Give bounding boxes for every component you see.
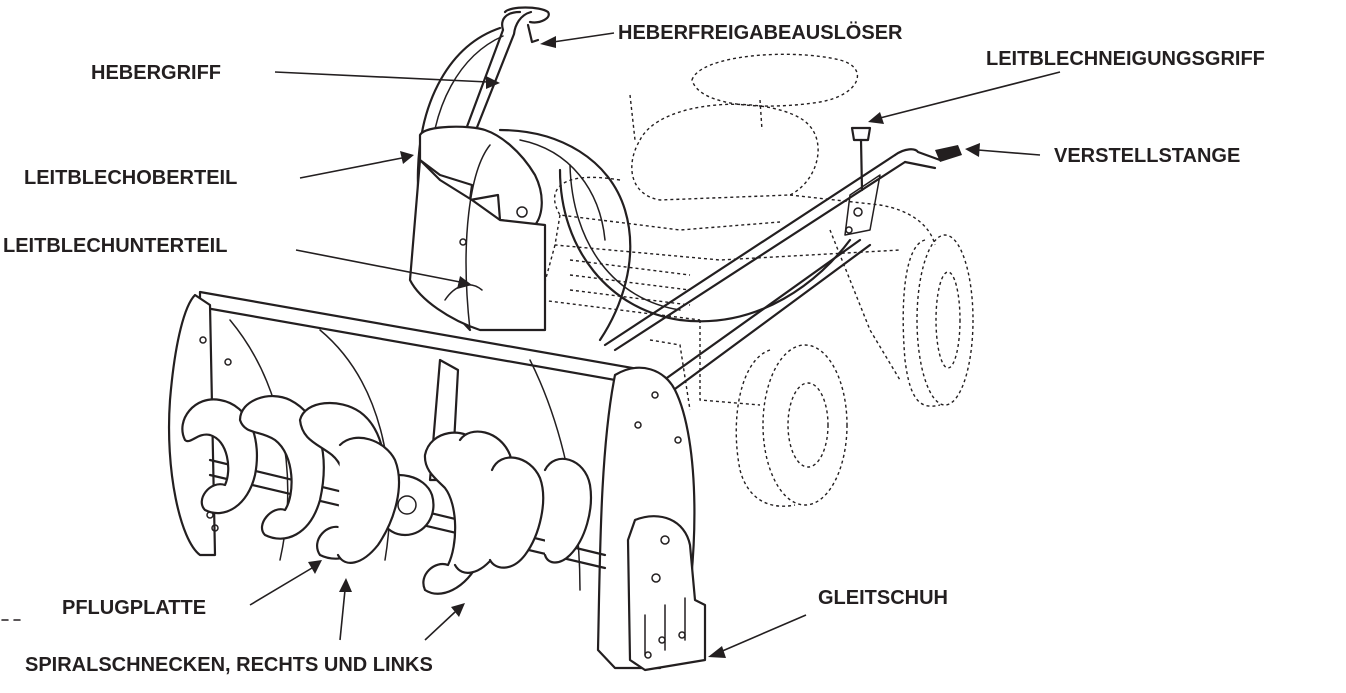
label-lift-handle: HEBERGRIFF [91,62,221,84]
discharge-chute [408,125,632,342]
leader-lines [249,32,1061,658]
adjustment-rod-assembly [558,126,962,402]
label-lift-release-trigger: HEBERFREIGABEAUSLÖSER [618,22,903,44]
label-skid-shoe: GLEITSCHUH [818,587,948,609]
label-adjustment-rod: VERSTELLSTANGE [1054,145,1241,167]
label-scraper-plate: PFLUGPLATTE [62,597,207,619]
augers [181,395,592,595]
label-chute-upper: LEITBLECHOBERTEIL [24,167,238,189]
tractor-outline [539,53,974,507]
label-chute-lower: LEITBLECHUNTERTEIL [3,235,228,257]
auger-housing [167,290,707,672]
label-augers: SPIRALSCHNECKEN, RECHTS UND LINKS [25,654,433,676]
label-chute-tilt-handle: LEITBLECHNEIGUNGSGRIFF [986,48,1265,70]
